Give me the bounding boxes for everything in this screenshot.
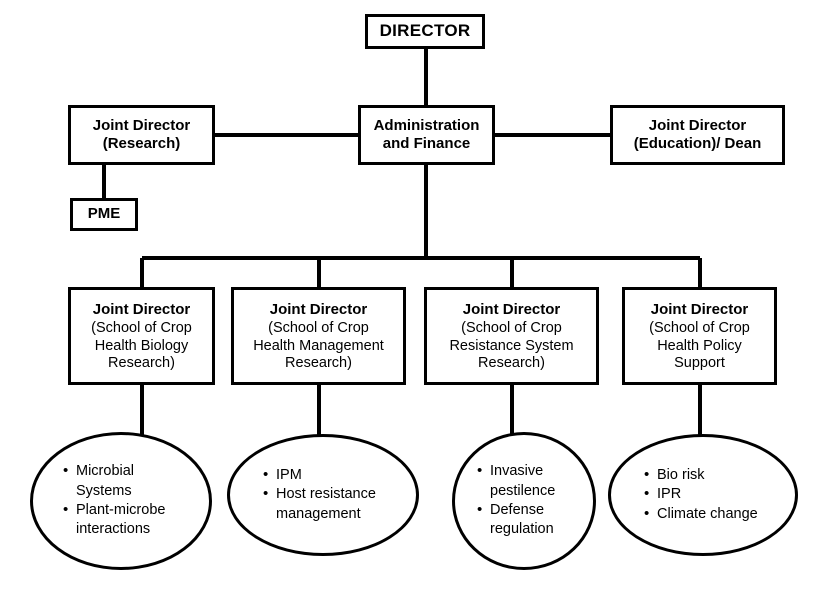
- node-school-crop-health-biology-research[interactable]: Joint Director (School of Crop Health Bi…: [68, 287, 215, 385]
- focus-areas-school-2[interactable]: Invasive pestilenceDefense regulation: [452, 432, 596, 570]
- focus-area-item: Host resistance management: [263, 484, 376, 524]
- focus-area-list-2: Invasive pestilenceDefense regulation: [477, 461, 555, 540]
- node-joint-director-research-subtitle: (Research): [102, 135, 181, 152]
- focus-area-item: Climate change: [644, 504, 758, 524]
- node-administration-and-finance[interactable]: Administration and Finance: [358, 105, 495, 165]
- node-administration-and-finance-label: Administration and Finance: [373, 116, 480, 152]
- focus-area-item: Invasive pestilence: [477, 461, 555, 501]
- node-school-2-subtitle: (School of Crop Resistance System Resear…: [449, 320, 574, 372]
- focus-area-item: IPR: [644, 484, 758, 504]
- node-joint-director-education[interactable]: Joint Director (Education)/ Dean: [610, 105, 785, 165]
- focus-areas-school-1[interactable]: IPMHost resistance management: [227, 434, 419, 556]
- node-school-crop-health-management-research[interactable]: Joint Director (School of Crop Health Ma…: [231, 287, 406, 385]
- node-joint-director-education-subtitle: (Education)/ Dean: [633, 135, 762, 152]
- node-school-1-subtitle: (School of Crop Health Management Resear…: [253, 320, 384, 372]
- node-school-crop-resistance-system-research[interactable]: Joint Director (School of Crop Resistanc…: [424, 287, 599, 385]
- node-school-1-title: Joint Director: [269, 300, 368, 318]
- node-school-3-title: Joint Director: [650, 300, 749, 318]
- focus-areas-school-0[interactable]: Microbial SystemsPlant-microbe interacti…: [30, 432, 212, 570]
- focus-area-list-0: Microbial SystemsPlant-microbe interacti…: [63, 461, 165, 540]
- node-joint-director-education-title: Joint Director: [648, 116, 747, 134]
- focus-area-item: IPM: [263, 465, 376, 485]
- node-director-label: DIRECTOR: [379, 21, 471, 41]
- focus-area-item: Defense regulation: [477, 500, 555, 540]
- node-school-3-subtitle: (School of Crop Health Policy Support: [649, 320, 750, 372]
- focus-area-item: Bio risk: [644, 465, 758, 485]
- node-pme[interactable]: PME: [70, 198, 138, 231]
- focus-area-item: Plant-microbe interactions: [63, 500, 165, 540]
- node-pme-label: PME: [87, 205, 121, 223]
- node-director[interactable]: DIRECTOR: [365, 14, 485, 49]
- node-joint-director-research-title: Joint Director: [92, 116, 191, 134]
- focus-areas-school-3[interactable]: Bio riskIPRClimate change: [608, 434, 798, 556]
- focus-area-list-1: IPMHost resistance management: [263, 465, 376, 524]
- node-school-0-subtitle: (School of Crop Health Biology Research): [91, 320, 192, 372]
- node-school-2-title: Joint Director: [462, 300, 561, 318]
- focus-area-list-3: Bio riskIPRClimate change: [644, 465, 758, 524]
- node-school-0-title: Joint Director: [92, 300, 191, 318]
- node-joint-director-research[interactable]: Joint Director (Research): [68, 105, 215, 165]
- node-school-crop-health-policy-support[interactable]: Joint Director (School of Crop Health Po…: [622, 287, 777, 385]
- focus-area-item: Microbial Systems: [63, 461, 165, 501]
